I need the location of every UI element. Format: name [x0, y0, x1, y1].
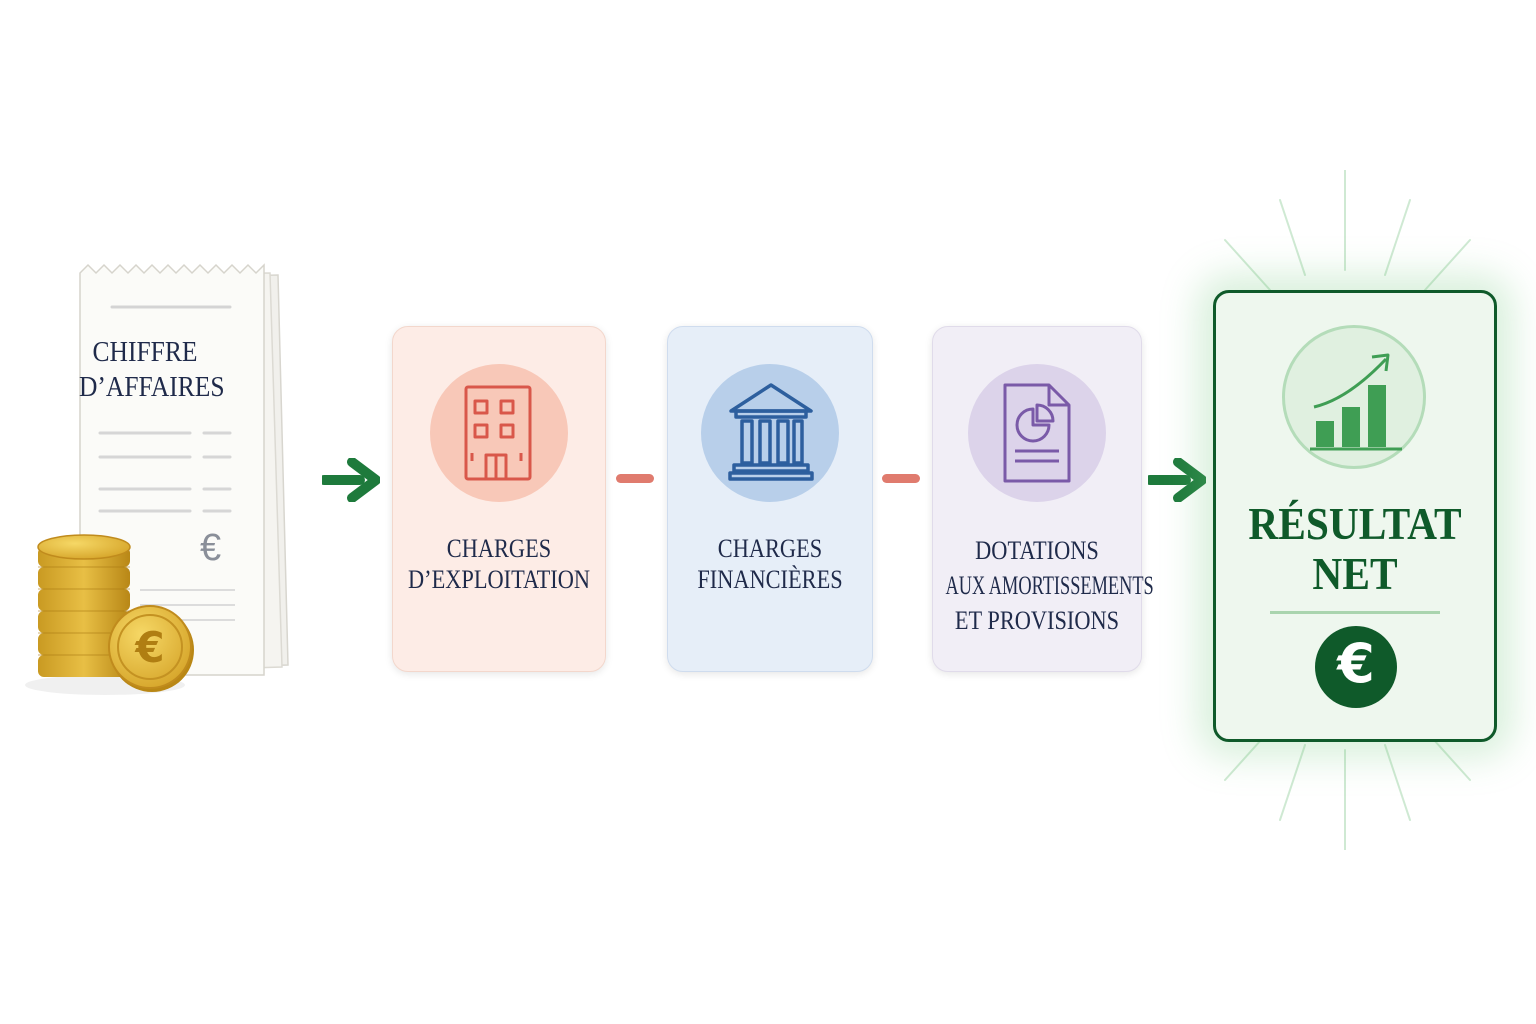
receipt-euro-symbol: € — [200, 527, 222, 569]
step-card-exploitation: CHARGES D’EXPLOITATION — [392, 326, 606, 672]
result-title: RÉSULTAT NET — [1230, 499, 1480, 598]
exploitation-label: CHARGES D’EXPLOITATION — [408, 533, 590, 595]
result-title-line1: RÉSULTAT — [1248, 498, 1462, 549]
dotations-label-line1: DOTATIONS — [975, 536, 1099, 565]
revenue-title-line1: CHIFFRE — [92, 336, 198, 368]
arrow-right-icon — [322, 458, 380, 502]
minus-sign — [882, 474, 920, 483]
dotations-label-line3: ET PROVISIONS — [954, 606, 1120, 636]
result-card: RÉSULTAT NET € — [1213, 290, 1497, 742]
bank-icon — [728, 383, 814, 481]
minus-sign — [616, 474, 654, 483]
financieres-label-line2: FINANCIÈRES — [697, 565, 843, 595]
result-euro-badge: € — [1315, 626, 1397, 708]
dotations-icon-circle — [968, 364, 1106, 502]
exploitation-label-line2: D’EXPLOITATION — [407, 565, 591, 595]
result-divider — [1270, 611, 1440, 614]
step-card-dotations: DOTATIONS AUX AMORTISSEMENTS ET PROVISIO… — [932, 326, 1154, 672]
building-icon — [464, 385, 532, 481]
result-title-line2: NET — [1312, 547, 1398, 599]
financieres-label-line1: CHARGES — [717, 534, 823, 563]
revenue-title-line2: D’AFFAIRES — [79, 370, 225, 403]
svg-text:€: € — [134, 623, 164, 672]
exploitation-label-line1: CHARGES — [446, 534, 552, 563]
revenue-block: CHIFFRE D’AFFAIRES € — [20, 255, 320, 705]
coin-stack-icon: € — [25, 534, 194, 695]
euro-icon: € — [1337, 632, 1375, 695]
step-card-financieres: CHARGES FINANCIÈRES — [667, 326, 873, 672]
revenue-title: CHIFFRE D’AFFAIRES — [79, 335, 225, 405]
document-chart-icon — [1003, 383, 1071, 483]
dotations-label-line2: AUX AMORTISSEMENTS — [945, 571, 1154, 601]
dotations-label: DOTATIONS AUX AMORTISSEMENTS ET PROVISIO… — [945, 533, 1154, 638]
glow-rays — [1224, 170, 1471, 850]
financieres-label: CHARGES FINANCIÈRES — [682, 533, 857, 595]
growth-chart-icon — [1310, 353, 1402, 451]
arrow-right-icon — [1148, 458, 1206, 502]
